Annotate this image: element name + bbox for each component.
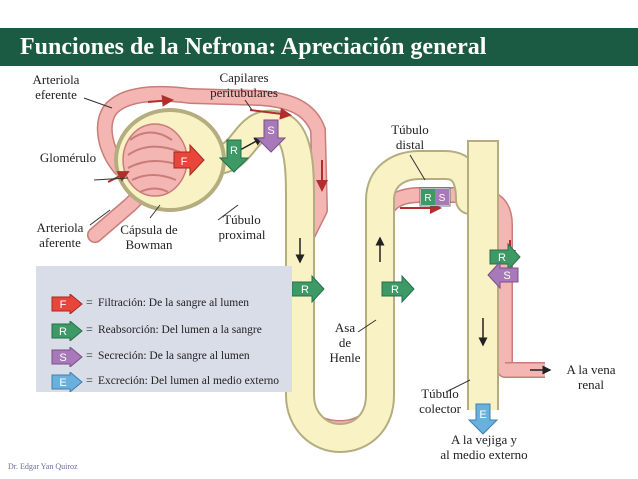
svg-text:R: R <box>230 145 238 157</box>
process-marker-reabsorption-proximal: R <box>218 139 250 173</box>
legend-row-reabsorption: R = Reabsorción: Del lumen a la sangre <box>36 321 292 341</box>
svg-text:S: S <box>503 270 510 282</box>
legend-text-reabsorption: Reabsorción: Del lumen a la sangre <box>98 324 262 336</box>
process-marker-reabsorption-ascending: R <box>381 274 415 304</box>
excretion-arrow-icon: E <box>51 372 83 392</box>
filtration-arrow-icon: F <box>51 294 83 314</box>
label-glomerulo: Glomérulo <box>39 150 97 165</box>
legend-text-filtration: Filtración: De la sangre al lumen <box>98 297 250 309</box>
glomerulus <box>122 123 188 197</box>
filtration-letter: F <box>181 156 188 168</box>
process-marker-reabsorption-collecting: R <box>489 242 521 272</box>
svg-text:E: E <box>59 377 66 389</box>
legend: F = Filtración: De la sangre al lumen R … <box>36 266 292 392</box>
legend-row-secretion: S = Secreción: De la sangre al lumen <box>36 347 292 367</box>
svg-text:R: R <box>391 284 399 296</box>
process-marker-secretion-collecting: S <box>487 260 519 290</box>
process-marker-filtration: F <box>173 143 205 177</box>
legend-row-filtration: F = Filtración: De la sangre al lumen <box>36 294 292 314</box>
svg-text:R: R <box>498 252 506 264</box>
svg-text:E: E <box>479 409 486 421</box>
svg-text:S: S <box>267 125 274 137</box>
author-credit: Dr. Edgar Yan Quiroz <box>8 462 78 471</box>
svg-text:R: R <box>59 326 67 338</box>
svg-text:F: F <box>60 299 67 311</box>
leader-lines <box>83 97 471 393</box>
legend-row-excretion: E = Excreción: Del lumen al medio extern… <box>36 372 292 392</box>
legend-text-secretion: Secreción: De la sangre al lumen <box>98 350 250 362</box>
process-marker-distal: R S <box>419 187 451 207</box>
svg-text:S: S <box>439 193 446 204</box>
page-title: Funciones de la Nefrona: Apreciación gen… <box>20 34 487 60</box>
secretion-arrow-icon: S <box>51 347 83 367</box>
reabsorption-arrow-icon: R <box>51 321 83 341</box>
title-bar: Funciones de la Nefrona: Apreciación gen… <box>0 28 638 66</box>
legend-text-excretion: Excreción: Del lumen al medio externo <box>98 375 280 387</box>
svg-text:S: S <box>59 352 66 364</box>
process-marker-excretion: E <box>467 403 499 435</box>
svg-text:R: R <box>424 193 431 204</box>
process-marker-secretion-proximal: S <box>255 119 287 153</box>
svg-text:R: R <box>301 284 309 296</box>
process-marker-reabsorption-descending: R <box>291 274 325 304</box>
